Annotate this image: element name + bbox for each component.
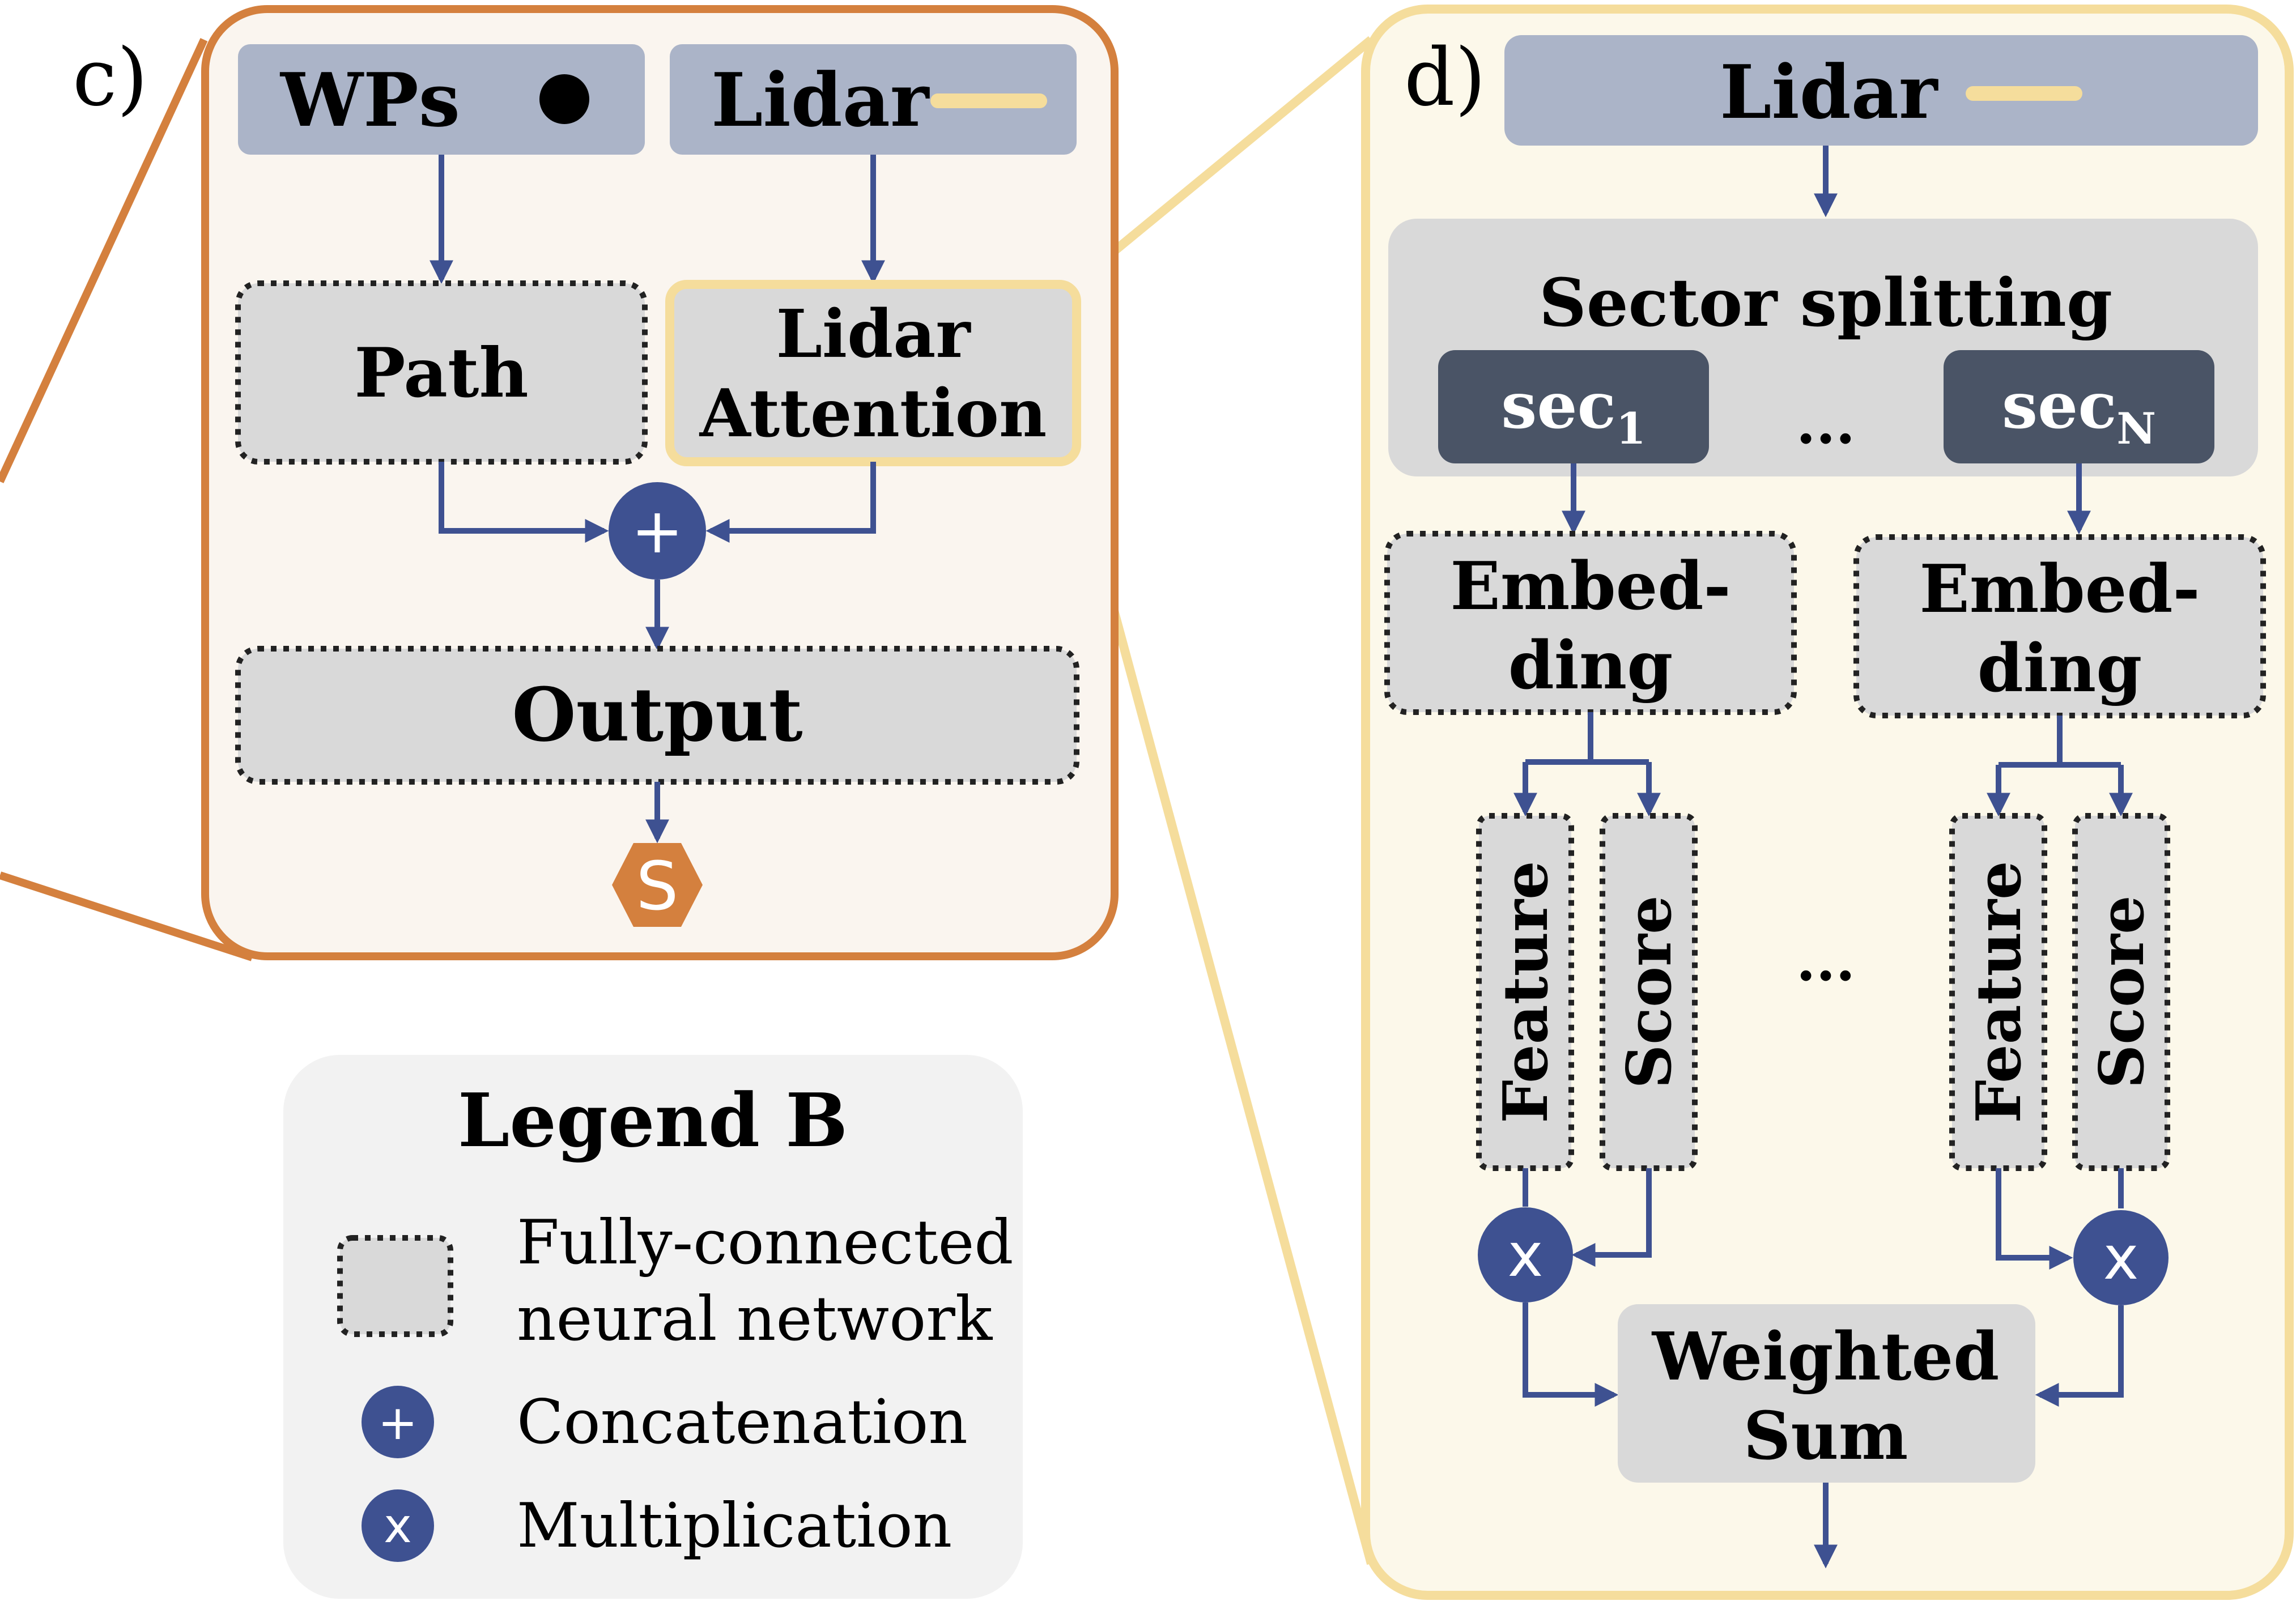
secN-box	[1944, 350, 2214, 463]
legend-concat: Concatenation	[517, 1387, 968, 1458]
wps-label: WPs	[279, 57, 460, 143]
embedding-right-line2: ding	[1978, 630, 2142, 707]
s-symbol: S	[636, 847, 679, 925]
multiply-node-left: x	[1478, 1207, 1573, 1302]
weighted-sum-block: Weighted Sum	[1618, 1304, 2035, 1483]
legend-title: Legend B	[458, 1077, 848, 1164]
arrow-feature-right-mult	[1996, 1168, 2073, 1270]
legend-fc-line2: neural network	[517, 1284, 993, 1355]
legend-plus-icon	[362, 1386, 434, 1458]
lidar-attention-line1: Lidar	[776, 296, 971, 373]
lidar-attention-line2: Attention	[699, 375, 1047, 452]
score-right-label: Score	[2086, 895, 2158, 1088]
path-network: Path	[235, 280, 648, 465]
panel-d: d) Lidar Sector splitting sec1 ... secN …	[1361, 5, 2294, 1600]
split-left	[1513, 712, 1661, 817]
embedding-left: Embed- ding	[1384, 531, 1797, 715]
sector-ellipsis: ...	[1796, 390, 1855, 457]
legend-times-symbol: x	[384, 1498, 412, 1553]
sector-splitting-label: Sector splitting	[1539, 265, 2112, 342]
output-network: Output	[235, 646, 1079, 785]
feature-left: Feature	[1476, 813, 1574, 1171]
arrow-mult-left-sum	[1523, 1302, 1619, 1407]
zoom-lines-d	[1069, 36, 1376, 1565]
legend-plus-symbol: +	[378, 1395, 418, 1450]
middle-ellipsis: ...	[1796, 927, 1855, 994]
lidar-attention-block: Lidar Attention	[665, 280, 1081, 466]
zoom-lines-c	[0, 38, 254, 961]
arrow-score-left-mult	[1571, 1168, 1652, 1267]
sec1-box	[1438, 350, 1709, 463]
legend-times-icon	[362, 1489, 434, 1562]
arrow-mult-right-sum	[2035, 1305, 2124, 1407]
score-left-label: Score	[1614, 895, 1685, 1088]
legend-fc-line1: Fully-connected	[517, 1207, 1014, 1278]
wps-input: WPs	[238, 44, 645, 155]
multiply-left-icon: x	[1508, 1220, 1544, 1290]
embedding-right: Embed- ding	[1853, 534, 2266, 718]
multiply-right-icon: x	[2103, 1223, 2139, 1293]
arrow-path-concat	[439, 462, 609, 543]
score-left: Score	[1600, 813, 1698, 1171]
feature-left-label: Feature	[1490, 861, 1562, 1123]
split-right	[1987, 716, 2133, 817]
feature-right: Feature	[1949, 813, 2047, 1171]
sec1-label: sec1	[1501, 369, 1646, 454]
embedding-right-line1: Embed-	[1919, 551, 2200, 628]
path-label: Path	[354, 333, 528, 413]
weighted-sum-line2: Sum	[1744, 1398, 1908, 1475]
panel-c: c) WPs Lidar Path Lidar Attention	[73, 5, 1119, 960]
legend-box: Legend B Fully-connected neural network …	[283, 1055, 1023, 1599]
panel-d-label: d)	[1404, 32, 1486, 124]
legend-fc-swatch	[337, 1235, 453, 1337]
arrow-attention-concat	[705, 462, 876, 543]
score-right: Score	[2072, 813, 2170, 1171]
weighted-sum-line1: Weighted	[1651, 1318, 2000, 1395]
secN-label: secN	[2002, 369, 2156, 454]
concat-node: +	[609, 482, 706, 580]
feature-right-label: Feature	[1963, 861, 2035, 1123]
lidar-label-c: Lidar	[711, 57, 930, 143]
embedding-left-line1: Embed-	[1450, 548, 1730, 625]
lidar-input-d: Lidar	[1504, 35, 2258, 146]
waypoint-dot-icon	[539, 74, 589, 124]
concat-plus-icon: +	[631, 495, 683, 567]
legend-multiply: Multiplication	[517, 1491, 952, 1561]
panel-c-label: c)	[73, 32, 148, 124]
output-label: Output	[512, 671, 802, 758]
s-hexagon-icon	[612, 843, 703, 927]
embedding-left-line2: ding	[1508, 627, 1673, 704]
sector-splitting-block: Sector splitting sec1 ... secN	[1388, 219, 2258, 476]
lidar-input-c: Lidar	[670, 44, 1077, 155]
multiply-node-right: x	[2073, 1210, 2169, 1305]
lidar-label-d: Lidar	[1720, 49, 1938, 135]
s-hexagon: S	[612, 843, 703, 927]
